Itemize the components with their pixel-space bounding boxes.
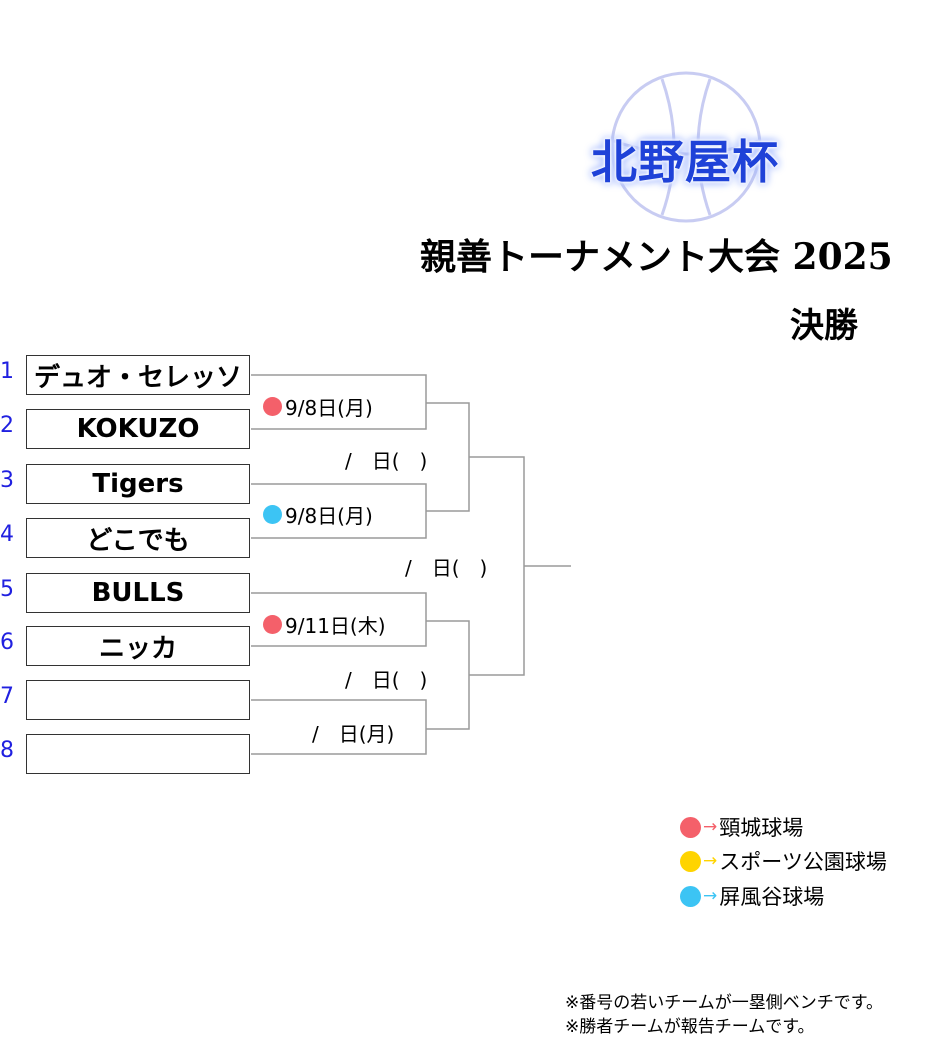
bracket-line — [251, 592, 427, 647]
bracket-line — [251, 699, 427, 755]
match-date-r1-4: / 日(月) — [312, 718, 394, 747]
venue-dot — [263, 397, 282, 416]
seed-number: 4 — [0, 522, 14, 547]
team-name: デュオ・セレッソ — [33, 362, 242, 393]
team-name: Tigers — [92, 469, 184, 499]
bracket-line — [426, 620, 470, 730]
legend-item: → 屏風谷球場 — [680, 881, 824, 911]
team-slot: どこでも — [26, 518, 250, 558]
seed-number: 2 — [0, 413, 14, 438]
basketball-icon — [610, 71, 762, 223]
match-date-text: / 日( ) — [345, 668, 428, 692]
seed-number: 1 — [0, 359, 14, 384]
match-date-semi-2: / 日( ) — [345, 664, 427, 693]
legend-label: スポーツ公園球場 — [719, 850, 887, 874]
legend-label: 頸城球場 — [719, 816, 804, 840]
page-title: 親善トーナメント大会 2025 — [420, 236, 893, 278]
seed-number: 8 — [0, 738, 14, 763]
match-date-r1-3: 9/11日(木) — [263, 610, 386, 639]
arrow-icon: → — [703, 817, 718, 837]
page-subtitle: 決勝 — [790, 306, 858, 346]
team-slot — [26, 680, 250, 720]
legend-label: 屏風谷球場 — [719, 885, 825, 909]
match-date-r1-2: 9/8日(月) — [263, 500, 373, 529]
legend-item: → 頸城球場 — [680, 812, 803, 842]
match-date-final: / 日( ) — [405, 552, 487, 581]
arrow-icon: → — [703, 886, 718, 906]
team-name: ニッカ — [98, 633, 177, 664]
match-date-text: / 日( ) — [405, 556, 488, 580]
match-date-r1-1: 9/8日(月) — [263, 392, 373, 421]
team-slot: BULLS — [26, 573, 250, 613]
venue-dot — [680, 816, 701, 838]
match-date-text: 9/8日(月) — [285, 504, 373, 528]
team-name: KOKUZO — [76, 414, 200, 444]
team-slot: ニッカ — [26, 626, 250, 666]
team-slot: デュオ・セレッソ — [26, 355, 250, 395]
arrow-icon: → — [703, 851, 718, 871]
match-date-semi-1: / 日( ) — [345, 445, 427, 474]
venue-dot — [263, 615, 282, 634]
bracket-line — [426, 402, 470, 512]
logo-text: 北野屋杯 — [591, 135, 779, 189]
bracket-line — [251, 374, 427, 430]
team-name: どこでも — [86, 525, 190, 556]
footnote: ※勝者チームが報告チームです。 — [565, 1017, 815, 1037]
team-slot: Tigers — [26, 464, 250, 504]
seed-number: 3 — [0, 468, 14, 493]
seed-number: 7 — [0, 684, 14, 709]
team-slot: KOKUZO — [26, 409, 250, 449]
seed-number: 6 — [0, 630, 14, 655]
match-date-text: 9/8日(月) — [285, 396, 373, 420]
venue-dot — [680, 885, 701, 907]
team-name: BULLS — [91, 578, 185, 608]
match-date-text: 9/11日(木) — [285, 614, 386, 638]
team-slot — [26, 734, 250, 774]
match-date-text: / 日(月) — [312, 722, 395, 746]
venue-dot — [680, 850, 701, 872]
match-date-text: / 日( ) — [345, 449, 428, 473]
legend-item: → スポーツ公園球場 — [680, 846, 887, 876]
venue-dot — [263, 505, 282, 524]
seed-number: 5 — [0, 577, 14, 602]
footnote: ※番号の若いチームが一塁側ベンチです。 — [565, 993, 884, 1013]
